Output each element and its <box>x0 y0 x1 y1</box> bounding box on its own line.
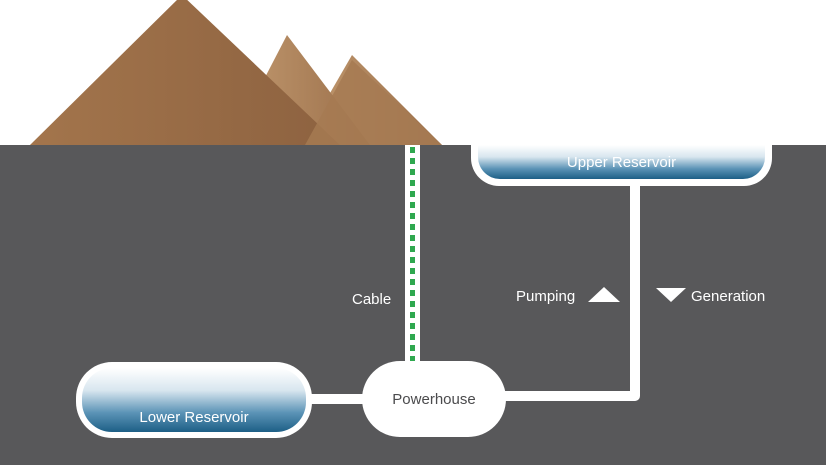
generation-arrow-down-icon <box>656 288 686 302</box>
penstock-pipe <box>500 175 640 401</box>
lower-reservoir-label: Lower Reservoir <box>139 409 249 426</box>
upper-reservoir-label: Upper Reservoir <box>566 154 677 171</box>
pumping-label: Pumping <box>516 288 576 305</box>
cable-label: Cable <box>352 291 392 308</box>
pumping-arrow-up-icon <box>588 287 620 302</box>
powerhouse <box>362 361 506 437</box>
cable <box>405 145 420 367</box>
upper-reservoir-water <box>478 145 765 179</box>
mountain-right-front <box>305 60 442 145</box>
mountains <box>30 0 442 145</box>
lower-reservoir-water <box>82 368 306 432</box>
generation-label: Generation <box>691 288 766 305</box>
powerhouse-label: Powerhouse <box>392 391 476 408</box>
mountain-main <box>30 0 340 145</box>
